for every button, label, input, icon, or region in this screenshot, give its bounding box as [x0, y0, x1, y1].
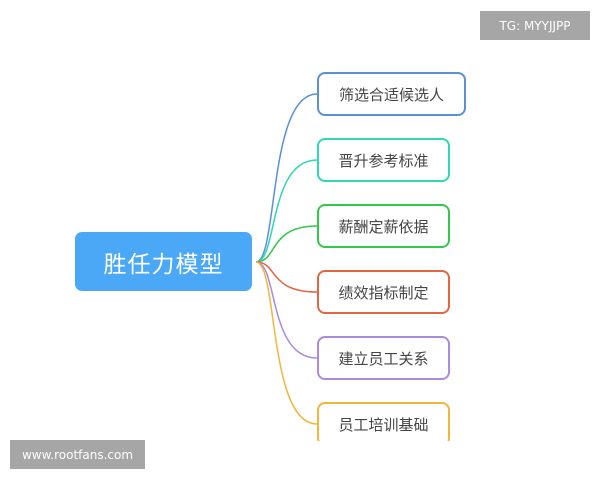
branch-node-screening[interactable]: 筛选合适候选人 [317, 72, 466, 116]
branch-node-salary[interactable]: 薪酬定薪依据 [317, 204, 450, 248]
branch-node-promotion[interactable]: 晋升参考标准 [317, 138, 450, 182]
branch-node-relations[interactable]: 建立员工关系 [317, 336, 450, 380]
connector-line [255, 261, 318, 425]
branch-node-performance[interactable]: 绩效指标制定 [317, 270, 450, 314]
connector-line [255, 225, 318, 263]
connector-line [255, 261, 318, 293]
branch-node-training[interactable]: 员工培训基础 [317, 402, 450, 446]
connector-line [255, 261, 318, 359]
connector-line [255, 159, 318, 263]
watermark-top-right: TG: MYYJJPP [480, 11, 590, 40]
root-node[interactable]: 胜任力模型 [75, 232, 252, 291]
connector-line [255, 93, 318, 263]
watermark-bottom-left: www.rootfans.com [10, 440, 145, 469]
